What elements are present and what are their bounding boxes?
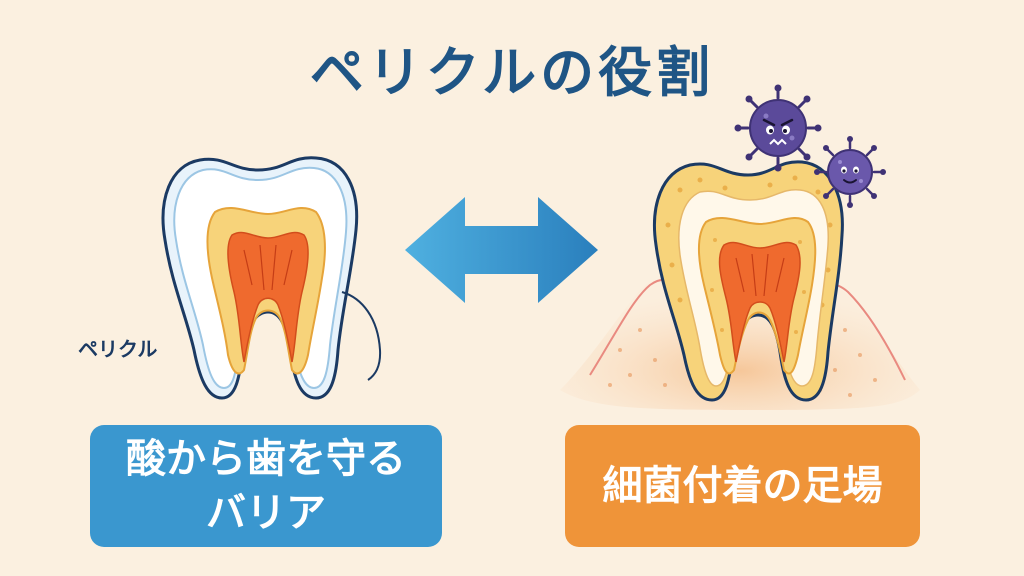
pellicle-label: ペリクル — [78, 337, 158, 361]
plaque-tooth-icon — [560, 160, 920, 410]
bacteria-icon — [734, 84, 822, 172]
barrier-card: 酸から歯を守る バリア — [90, 425, 442, 547]
page-title: ペリクルの役割 — [309, 41, 715, 104]
bacteria-foothold-card: 細菌付着の足場 — [565, 425, 920, 547]
bacteria-icon — [814, 136, 886, 208]
double-arrow-icon — [405, 197, 598, 303]
healthy-tooth-icon — [161, 156, 382, 400]
